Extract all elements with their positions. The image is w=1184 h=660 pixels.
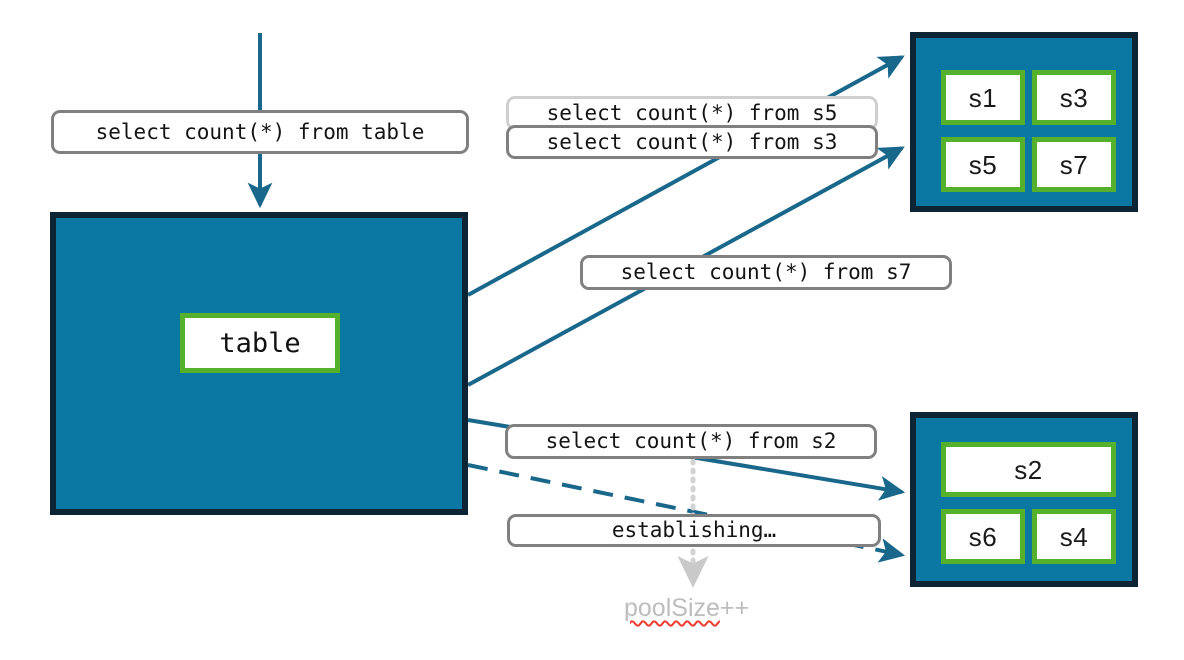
shard-node-s4[interactable]: s4: [1032, 509, 1116, 564]
chip-query-s3-text: select count(*) from s3: [546, 129, 838, 154]
chip-query-s7-text: select count(*) from s7: [620, 260, 912, 284]
shard-node-s3-label: s3: [1059, 82, 1089, 113]
poolsize-note-suffix: ++: [719, 594, 750, 622]
chip-query-s2-text: select count(*) from s2: [545, 429, 837, 453]
shard-node-s4-label: s4: [1059, 521, 1089, 552]
poolsize-note: poolSize++: [624, 596, 749, 621]
shard-node-s3[interactable]: s3: [1032, 70, 1116, 125]
shard-group-bottom: s2 s6 s4: [910, 412, 1138, 587]
shard-node-s7-label: s7: [1059, 149, 1089, 180]
chip-establishing[interactable]: establishing…: [507, 514, 881, 547]
shard-node-s6-label: s6: [968, 521, 998, 552]
shard-node-s5[interactable]: s5: [941, 137, 1025, 192]
shard-node-s2-label: s2: [1014, 454, 1043, 485]
chip-query-s5-text: select count(*) from s5: [546, 100, 838, 125]
shard-node-s1-label: s1: [968, 82, 998, 113]
chip-query-s3[interactable]: select count(*) from s3: [506, 125, 878, 159]
chip-query-s7[interactable]: select count(*) from s7: [580, 255, 952, 290]
chip-query-table-text: select count(*) from table: [95, 119, 425, 144]
shard-node-s6[interactable]: s6: [941, 509, 1025, 564]
chip-query-s2[interactable]: select count(*) from s2: [505, 424, 877, 459]
chip-establishing-text: establishing…: [611, 518, 777, 542]
shard-node-s7[interactable]: s7: [1032, 137, 1116, 192]
poolsize-note-word: poolSize: [624, 594, 720, 622]
shard-node-s1[interactable]: s1: [941, 70, 1025, 125]
shard-node-s2[interactable]: s2: [941, 442, 1116, 497]
chip-query-table[interactable]: select count(*) from table: [51, 110, 469, 154]
table-node-label: table: [219, 327, 301, 359]
shard-group-top: s1 s3 s5 s7: [910, 32, 1138, 212]
shard-node-s5-label: s5: [968, 149, 998, 180]
table-node[interactable]: table: [180, 313, 340, 373]
